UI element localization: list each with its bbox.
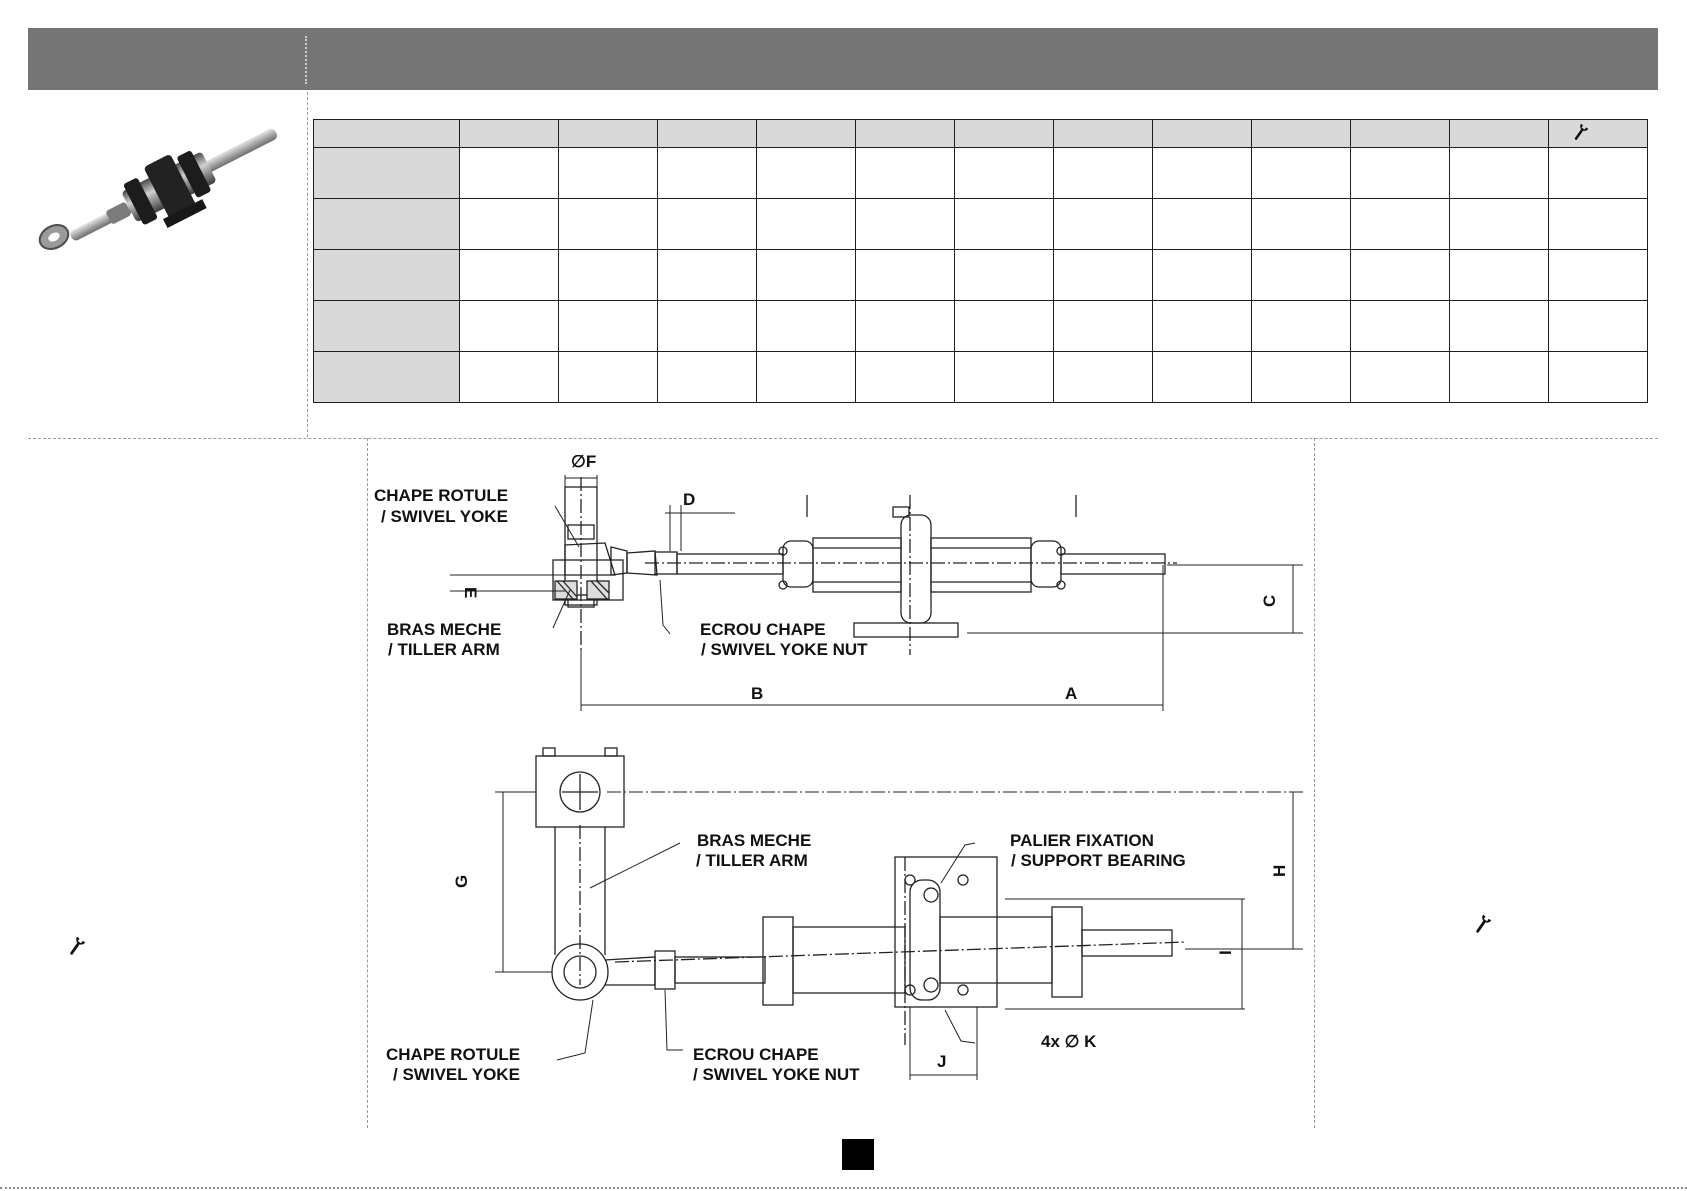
right-column-divider [1314,438,1315,1128]
dimension-b-label: B [751,684,763,703]
dimension-g-label: G [452,875,471,888]
callout-support-bearing: / SUPPORT BEARING [1011,851,1186,870]
header-divider [305,36,307,84]
callout-swivel-yoke-nut-bottom: / SWIVEL YOKE NUT [693,1065,860,1084]
top-column-divider [307,92,308,437]
callout-tiller-arm-bottom: / TILLER ARM [696,851,808,870]
dimension-i-label: I [1216,950,1235,955]
table-row [313,351,1648,403]
row-header-cell [313,147,460,199]
header-cell [313,119,460,148]
callout-chape-rotule-top: CHAPE ROTULE [374,486,508,505]
callout-chape-rotule-bottom: CHAPE ROTULE [386,1045,520,1064]
header-cell [855,119,955,148]
dimension-j-label: J [937,1052,946,1071]
product-photo [38,128,277,250]
table-row [313,198,1648,250]
dimension-e-label: E [461,587,480,598]
dimension-a-label: A [1065,684,1077,703]
table-row [313,147,1648,199]
header-cell [1053,119,1153,148]
row-header-cell [313,351,460,403]
callout-bras-meche-bottom: BRAS MECHE [697,831,811,850]
dimension-c-label: C [1260,595,1279,607]
header-cell [954,119,1054,148]
dimension-f-label: ∅F [571,455,596,471]
table-header-row [313,119,1648,148]
spec-table [313,119,1648,403]
row-header-cell [313,198,460,250]
table-row [313,249,1648,301]
header-cell [1251,119,1351,148]
callout-palier-fixation: PALIER FIXATION [1010,831,1154,850]
header-cell [1449,119,1549,148]
header-cell [756,119,856,148]
dimension-h-label: H [1270,865,1289,877]
header-cell [1152,119,1252,148]
wrench-icon [1476,914,1492,933]
bottom-view [535,747,1186,1045]
section-divider [28,438,1658,439]
wrench-icon [70,936,86,955]
wrench-icon [1574,123,1589,140]
row-header-cell [313,249,460,301]
technical-drawing: ∅F D E C B A G H I J 4x ∅ K CHAPE ROTULE… [374,455,1303,1084]
dimension-k-label: 4x ∅ K [1041,1032,1097,1051]
footer-rule [0,1187,1687,1189]
callout-ecrou-chape-top: ECROU CHAPE [700,620,826,639]
callout-bras-meche-top: BRAS MECHE [387,620,501,639]
header-cell-wrench [1548,119,1648,148]
row-header-cell [313,300,460,352]
page-number-badge [842,1139,874,1170]
callout-ecrou-chape-bottom: ECROU CHAPE [693,1045,819,1064]
header-bar [28,28,1658,90]
callout-swivel-yoke-nut-top: / SWIVEL YOKE NUT [701,640,868,659]
top-view [552,477,1177,655]
left-column-divider [367,438,368,1128]
table-row [313,300,1648,352]
header-cell [459,119,559,148]
dimension-d-label: D [683,490,695,509]
callout-swivel-yoke-bottom: / SWIVEL YOKE [393,1065,520,1084]
header-cell [1350,119,1450,148]
callout-tiller-arm-top: / TILLER ARM [388,640,500,659]
callout-swivel-yoke-top: / SWIVEL YOKE [381,507,508,526]
dim-f: F [586,455,596,471]
header-cell [657,119,757,148]
header-cell [558,119,658,148]
